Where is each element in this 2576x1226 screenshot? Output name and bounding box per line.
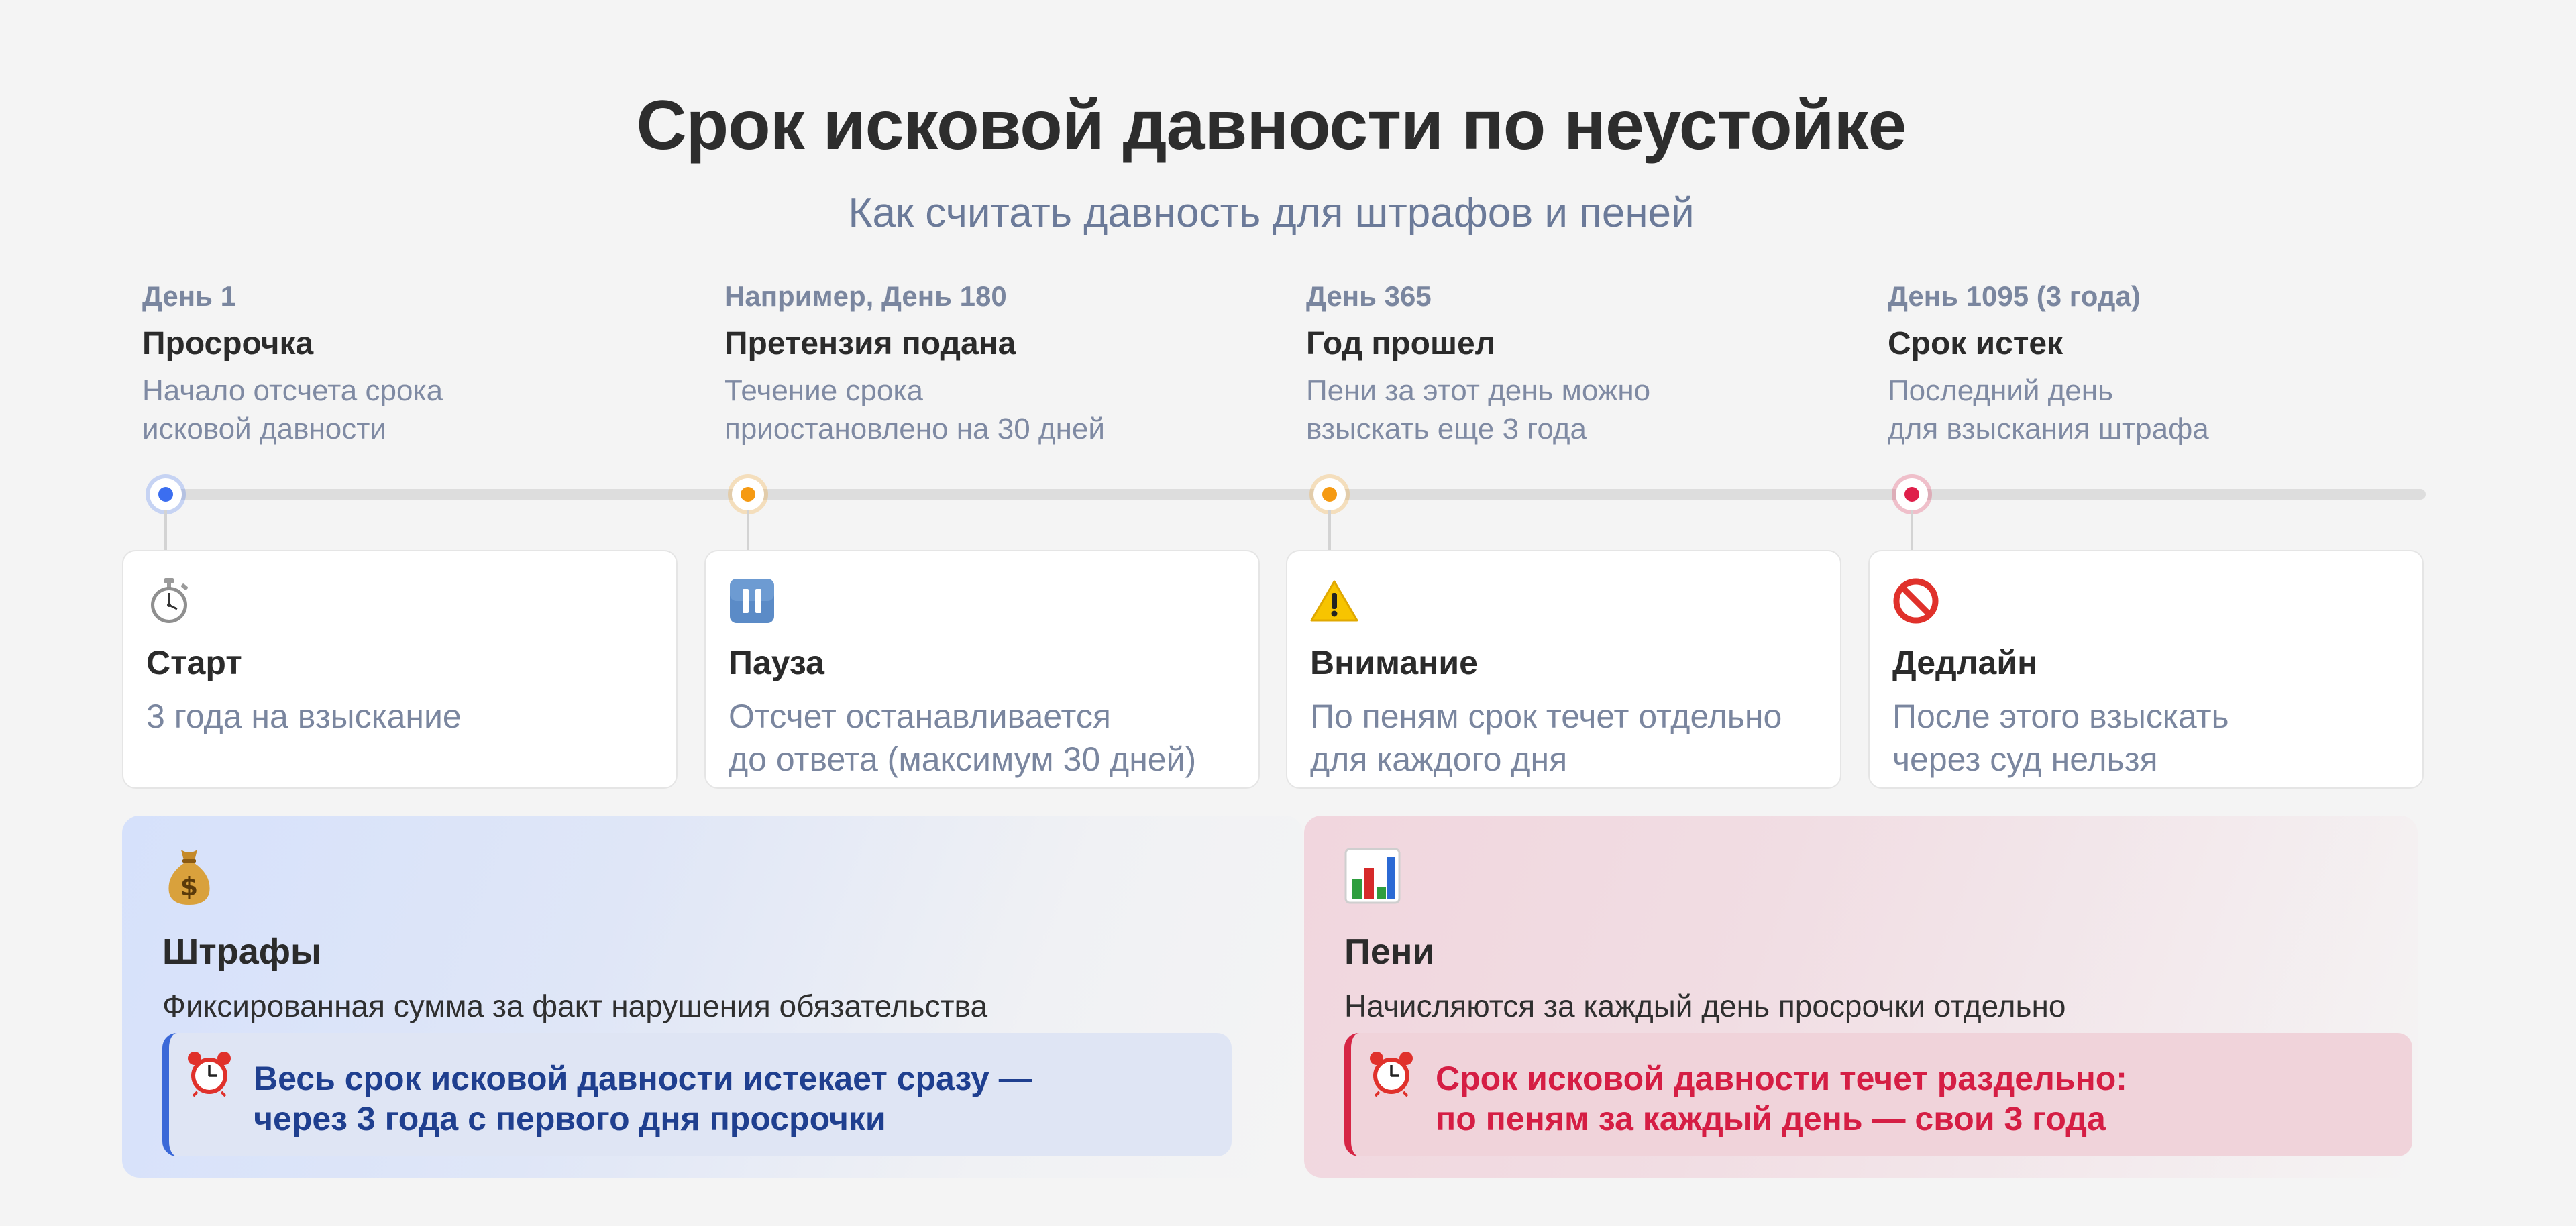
timeline-event: Срок истек [1888,326,2063,361]
pause-icon [729,574,1236,628]
warning-icon [1310,574,1817,628]
timeline-connector [164,510,167,551]
card-deadline: Дедлайн После этого взыскать через суд н… [1868,550,2424,789]
bar-chart-icon [1344,842,2377,909]
timeline-event: Просрочка [142,326,314,361]
timeline-connector [1328,510,1331,551]
timeline-marker-4 [1896,478,1928,510]
penalties-note-text: Срок исковой давности течет раздельно: п… [1436,1060,2127,1137]
timeline-label-3: День 365 Год прошел Пени за этот день мо… [1306,278,1870,448]
fines-panel: $ Штрафы Фиксированная сумма за факт нар… [122,816,1303,1178]
alarm-clock-icon [1367,1049,1415,1097]
timeline-label-2: Например, День 180 Претензия подана Тече… [724,278,1288,448]
timeline-day: День 1 [142,280,237,312]
fines-description: Фиксированная сумма за факт нарушения об… [162,989,988,1023]
penalties-panel: Пени Начисляются за каждый день просрочк… [1304,816,2418,1178]
card-pause: Пауза Отсчет останавливается до ответа (… [704,550,1260,789]
alarm-clock-icon [185,1049,233,1097]
fines-title: Штрафы [162,932,322,972]
timeline-event: Год прошел [1306,326,1496,361]
timeline-label-1: День 1 Просрочка Начало отсчета срока ис… [142,278,706,448]
timeline-marker-3 [1313,478,1346,510]
money-bag-icon: $ [162,842,1263,909]
timeline-connector [747,510,749,551]
card-attention: Внимание По пеням срок течет отдельно дл… [1286,550,1841,789]
card-title: Внимание [1310,644,1478,681]
page-subtitle: Как считать давность для штрафов и пеней [848,190,1695,236]
fines-note: Весь срок исковой давности истекает сраз… [162,1033,1232,1156]
card-text: 3 года на взыскание [146,698,462,735]
stopwatch-icon [146,574,653,628]
timeline-description: Течение срока приостановлено на 30 дней [724,374,1105,445]
card-title: Старт [146,644,242,681]
timeline-day: День 365 [1306,280,1432,312]
card-start: Старт 3 года на взыскание [122,550,678,789]
page-title: Срок исковой давности по неустойке [636,87,1907,164]
timeline-label-4: День 1095 (3 года) Срок истек Последний … [1888,278,2451,448]
timeline-description: Пени за этот день можно взыскать еще 3 г… [1306,374,1651,445]
penalties-title: Пени [1344,932,1435,972]
timeline-event: Претензия подана [724,326,1016,361]
timeline-description: Последний день для взыскания штрафа [1888,374,2209,445]
card-text: По пеням срок течет отдельно для каждого… [1310,698,1782,778]
card-text: Отсчет останавливается до ответа (максим… [729,698,1197,778]
penalties-note: Срок исковой давности течет раздельно: п… [1344,1033,2412,1156]
timeline-day: День 1095 (3 года) [1888,280,2141,312]
timeline-description: Начало отсчета срока исковой давности [142,374,443,445]
card-text: После этого взыскать через суд нельзя [1892,698,2229,778]
timeline-marker-2 [732,478,764,510]
prohibited-icon [1892,574,2400,628]
timeline-connector [1911,510,1913,551]
timeline-track [165,489,2426,500]
card-title: Дедлайн [1892,644,2038,681]
svg-text:$: $ [180,872,198,901]
timeline-marker-1 [150,478,182,510]
penalties-description: Начисляются за каждый день просрочки отд… [1344,989,2066,1023]
card-title: Пауза [729,644,824,681]
timeline-day: Например, День 180 [724,280,1007,312]
fines-note-text: Весь срок исковой давности истекает сраз… [254,1060,1032,1137]
